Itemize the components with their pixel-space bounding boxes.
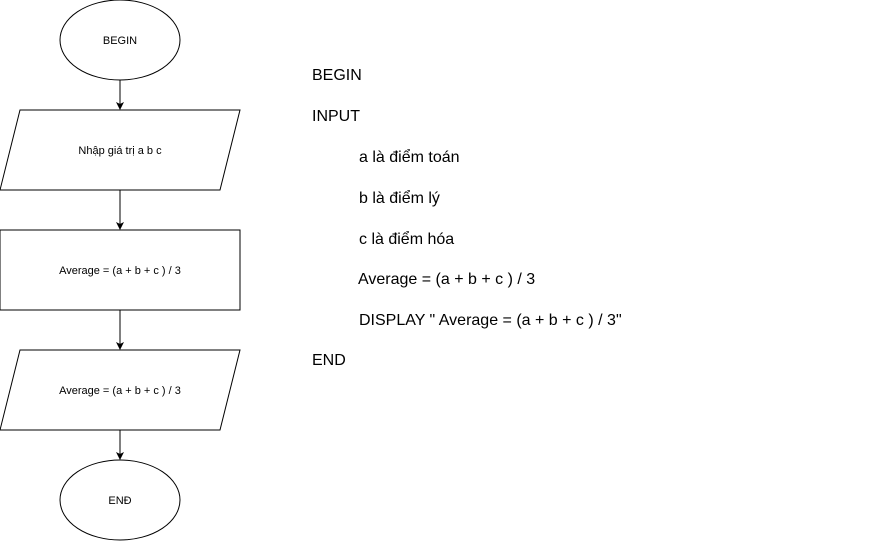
pseudo-line-a: a là điểm toán <box>359 149 460 166</box>
pseudo-display: DISPLAY " Average = (a + b + c ) / 3" <box>359 312 622 329</box>
process-rectangle <box>0 229 241 311</box>
flowchart: BEGIN Nhập giá trị a b c Average = (a + … <box>0 0 241 541</box>
node-output[interactable]: Average = (a + b + c ) / 3 <box>0 349 241 431</box>
begin-ellipse <box>59 0 181 81</box>
input-label: Nhập giá trị a b c <box>78 145 162 157</box>
output-parallelogram <box>0 349 241 431</box>
pseudo-end: END <box>312 352 346 369</box>
pseudo-begin: BEGIN <box>312 67 362 84</box>
end-label: ENĐ <box>108 495 131 507</box>
input-parallelogram <box>0 109 241 191</box>
pseudo-input: INPUT <box>312 108 360 125</box>
output-label: Average = (a + b + c ) / 3 <box>59 385 181 397</box>
pseudo-average: Average = (a + b + c ) / 3 <box>358 271 536 288</box>
end-ellipse <box>59 459 181 541</box>
node-begin[interactable]: BEGIN <box>59 0 181 81</box>
pseudo-line-b: b là điểm lý <box>359 190 440 207</box>
node-process[interactable]: Average = (a + b + c ) / 3 <box>0 229 241 311</box>
node-input[interactable]: Nhập giá trị a b c <box>0 109 241 191</box>
process-label: Average = (a + b + c ) / 3 <box>59 265 181 277</box>
begin-label: BEGIN <box>103 35 137 47</box>
node-end[interactable]: ENĐ <box>59 459 181 541</box>
pseudo-line-c: c là điểm hóa <box>359 231 455 248</box>
